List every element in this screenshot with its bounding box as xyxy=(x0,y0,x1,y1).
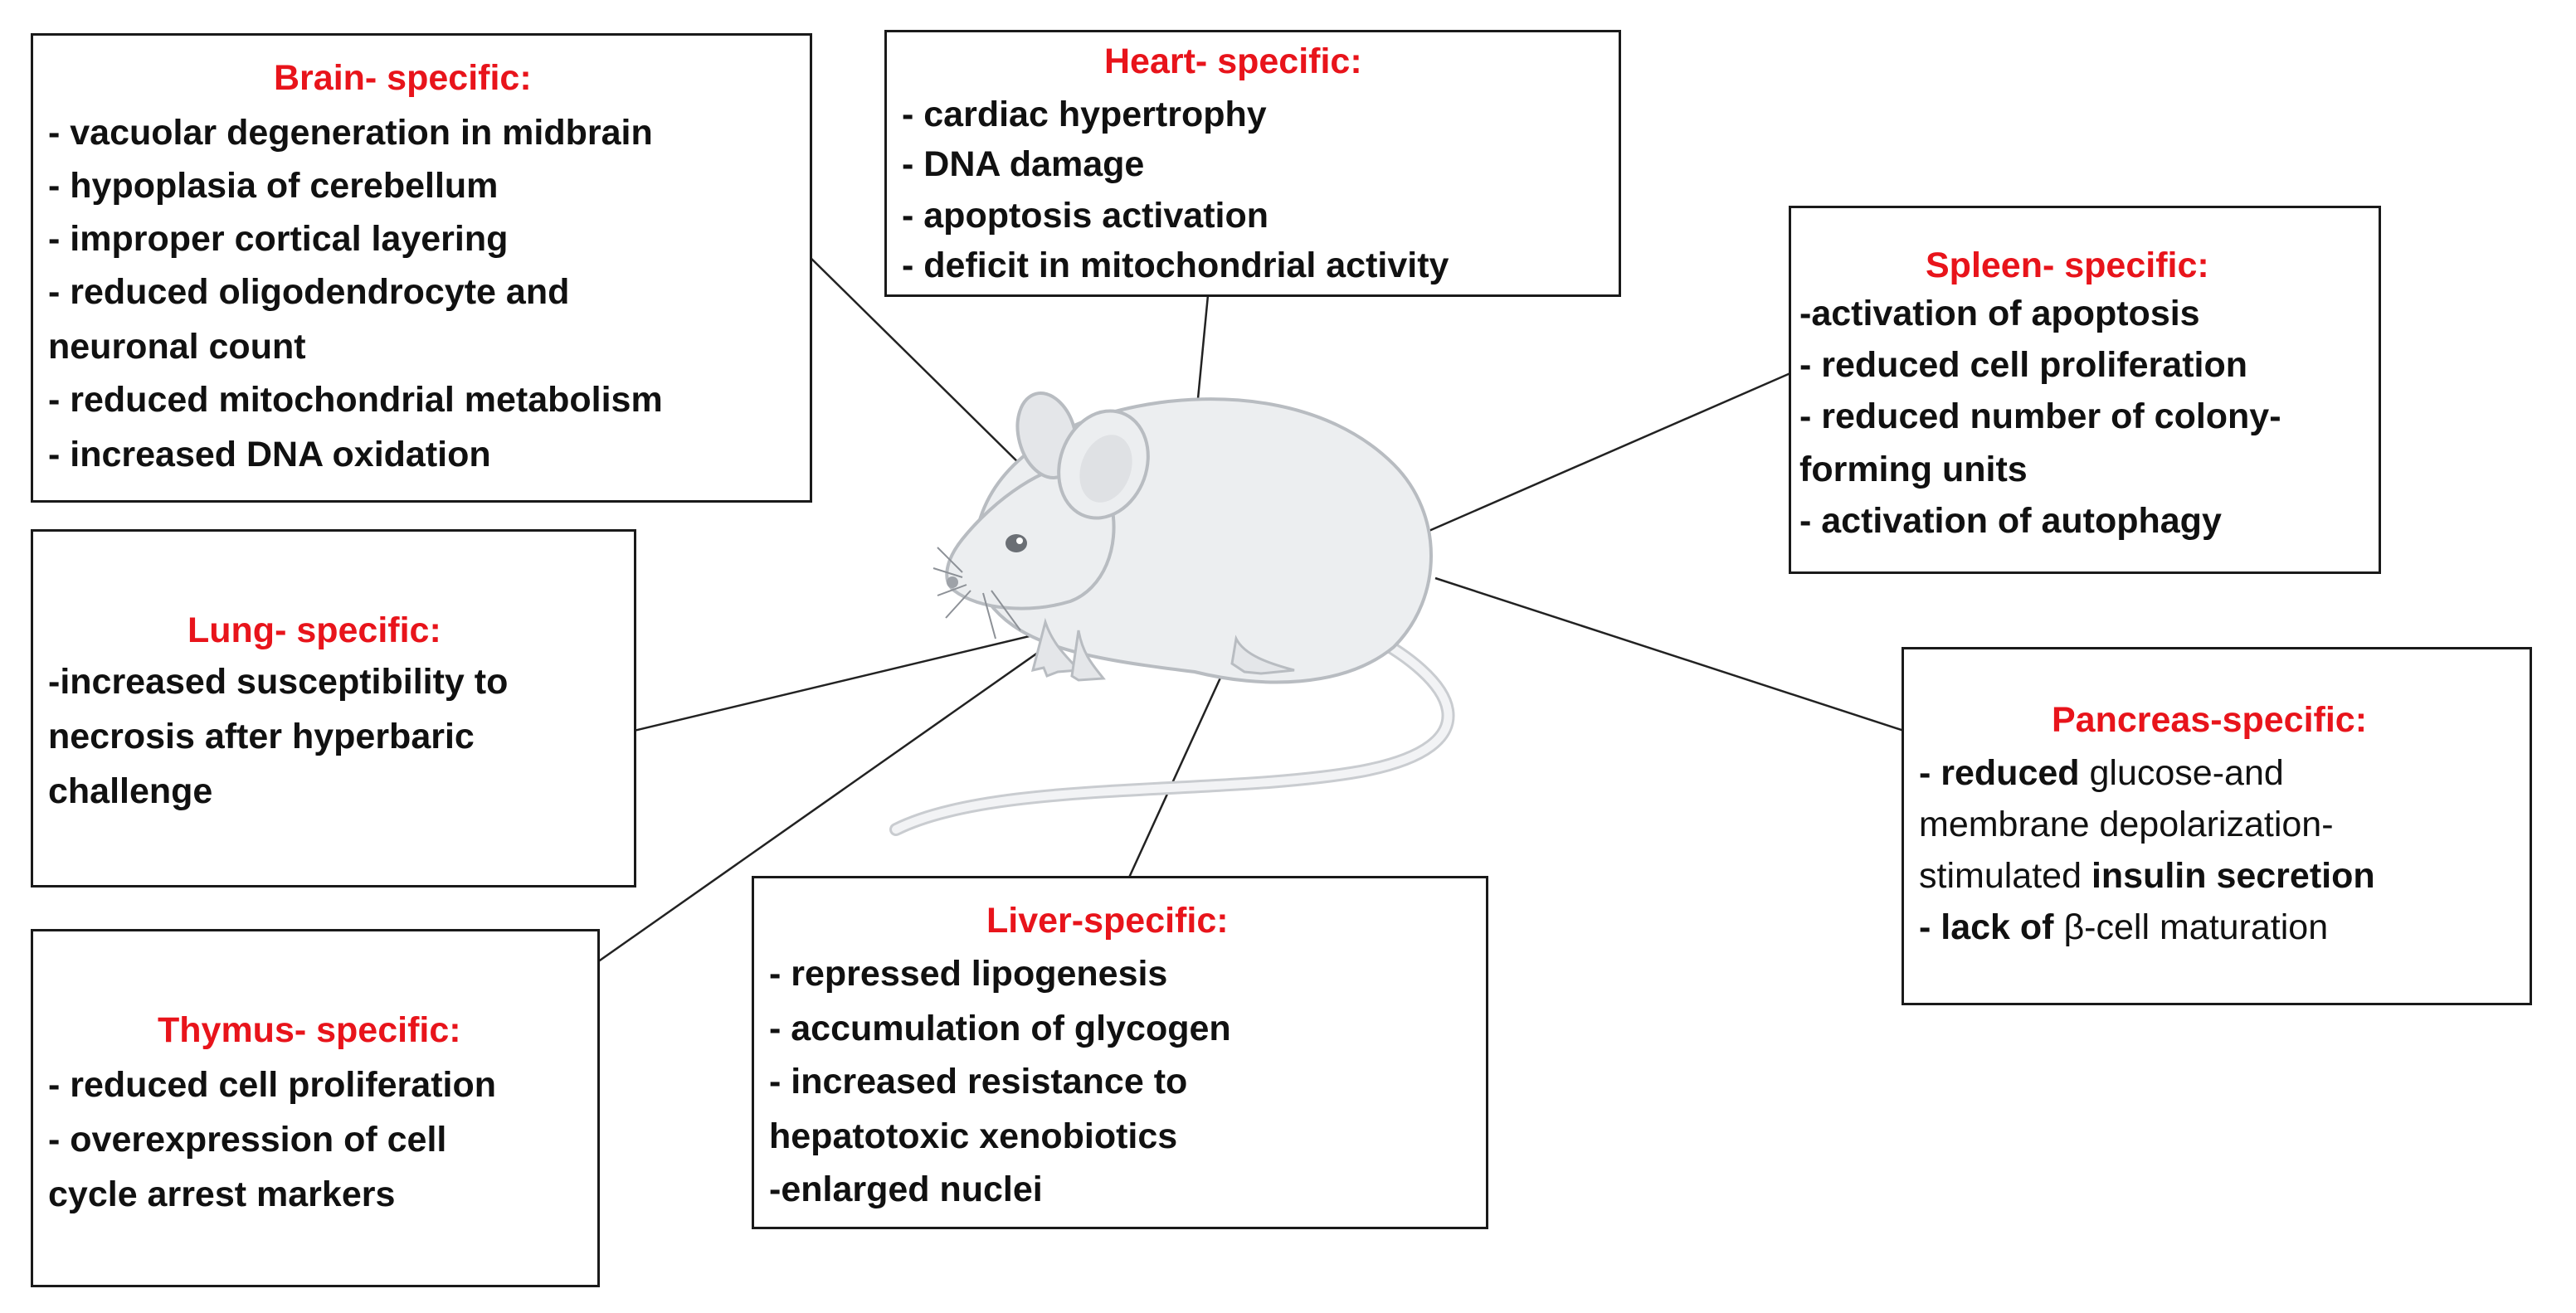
pancreas-box: Pancreas-specific: - reduced glucose-and… xyxy=(1902,647,2532,1005)
lung-line-2: necrosis after hyperbaric xyxy=(48,717,475,756)
pancreas-line-3-bold: insulin secretion xyxy=(2091,856,2375,896)
mouse-nose xyxy=(947,576,958,588)
pancreas-title: Pancreas-specific: xyxy=(2052,700,2368,740)
liver-line-3: - increased resistance to xyxy=(769,1062,1188,1101)
spleen-box: Spleen- specific: -activation of apoptos… xyxy=(1789,206,2381,574)
connector-spleen xyxy=(1400,372,1791,545)
spleen-line-5: - activation of autophagy xyxy=(1799,501,2222,541)
brain-line-3: - improper cortical layering xyxy=(48,219,509,259)
connector-liver xyxy=(1127,646,1236,880)
heart-line-4: - deficit in mitochondrial activity xyxy=(902,246,1449,285)
thymus-title: Thymus- specific: xyxy=(158,1010,461,1050)
thymus-line-3: cycle arrest markers xyxy=(48,1174,396,1214)
liver-line-4: hepatotoxic xenobiotics xyxy=(769,1116,1178,1156)
pancreas-line-3-normal: stimulated xyxy=(1919,856,2091,896)
heart-box: Heart- specific: - cardiac hypertrophy -… xyxy=(884,30,1621,297)
liver-line-5: -enlarged nuclei xyxy=(769,1170,1043,1209)
pancreas-line-2: membrane depolarization- xyxy=(1919,805,2334,844)
pancreas-line-4-bold: - lack of xyxy=(1919,907,2064,947)
pancreas-line-1: - reduced glucose-and xyxy=(1919,756,2284,791)
liver-line-1: - repressed lipogenesis xyxy=(769,954,1168,994)
liver-line-2: - accumulation of glycogen xyxy=(769,1009,1231,1048)
spleen-line-4: forming units xyxy=(1799,450,2028,489)
mouse-front-leg xyxy=(1030,617,1081,678)
liver-box: Liver-specific: - repressed lipogenesis … xyxy=(752,876,1488,1229)
connector-thymus xyxy=(597,637,1059,964)
spleen-title: Spleen- specific: xyxy=(1926,246,2209,285)
lung-box: Lung- specific: -increased susceptibilit… xyxy=(31,529,636,887)
lung-title: Lung- specific: xyxy=(187,610,441,650)
thymus-line-1: - reduced cell proliferation xyxy=(48,1065,496,1105)
spleen-line-2: - reduced cell proliferation xyxy=(1799,345,2247,385)
heart-title: Heart- specific: xyxy=(1104,41,1362,81)
brain-line-7: - increased DNA oxidation xyxy=(48,435,491,474)
mouse-whiskers xyxy=(933,547,1021,639)
connector-lung xyxy=(630,629,1054,733)
brain-line-6: - reduced mitochondrial metabolism xyxy=(48,380,663,420)
thymus-line-2: - overexpression of cell xyxy=(48,1120,447,1160)
brain-line-1: - vacuolar degeneration in midbrain xyxy=(48,113,653,153)
pancreas-line-3: stimulated insulin secretion xyxy=(1919,858,2375,894)
spleen-line-1: -activation of apoptosis xyxy=(1799,294,2200,333)
brain-box: Brain- specific: - vacuolar degeneration… xyxy=(31,33,812,503)
pancreas-line-1-rest: glucose-and xyxy=(2079,753,2284,793)
pancreas-line-4-rest: β-cell maturation xyxy=(2063,907,2329,947)
brain-line-2: - hypoplasia of cerebellum xyxy=(48,166,499,206)
brain-line-5: neuronal count xyxy=(48,327,306,367)
mouse-hind-leg xyxy=(1230,635,1295,675)
thymus-box: Thymus- specific: - reduced cell prolife… xyxy=(31,929,600,1287)
lung-line-3: challenge xyxy=(48,771,213,811)
pancreas-line-4: - lack of β-cell maturation xyxy=(1919,910,2328,946)
connector-pancreas xyxy=(1434,576,1907,733)
heart-line-3: - apoptosis activation xyxy=(902,196,1269,236)
brain-title: Brain- specific: xyxy=(274,58,532,98)
brain-line-4: - reduced oligodendrocyte and xyxy=(48,272,570,312)
connector-brain xyxy=(802,250,1030,474)
liver-title: Liver-specific: xyxy=(986,901,1229,941)
lung-line-1: -increased susceptibility to xyxy=(48,662,509,702)
pancreas-line-1-bold: - reduced xyxy=(1919,753,2080,793)
heart-line-2: - DNA damage xyxy=(902,144,1145,184)
heart-line-1: - cardiac hypertrophy xyxy=(902,95,1267,134)
mouse-eye xyxy=(1006,534,1027,552)
spleen-line-3: - reduced number of colony- xyxy=(1799,396,2281,436)
